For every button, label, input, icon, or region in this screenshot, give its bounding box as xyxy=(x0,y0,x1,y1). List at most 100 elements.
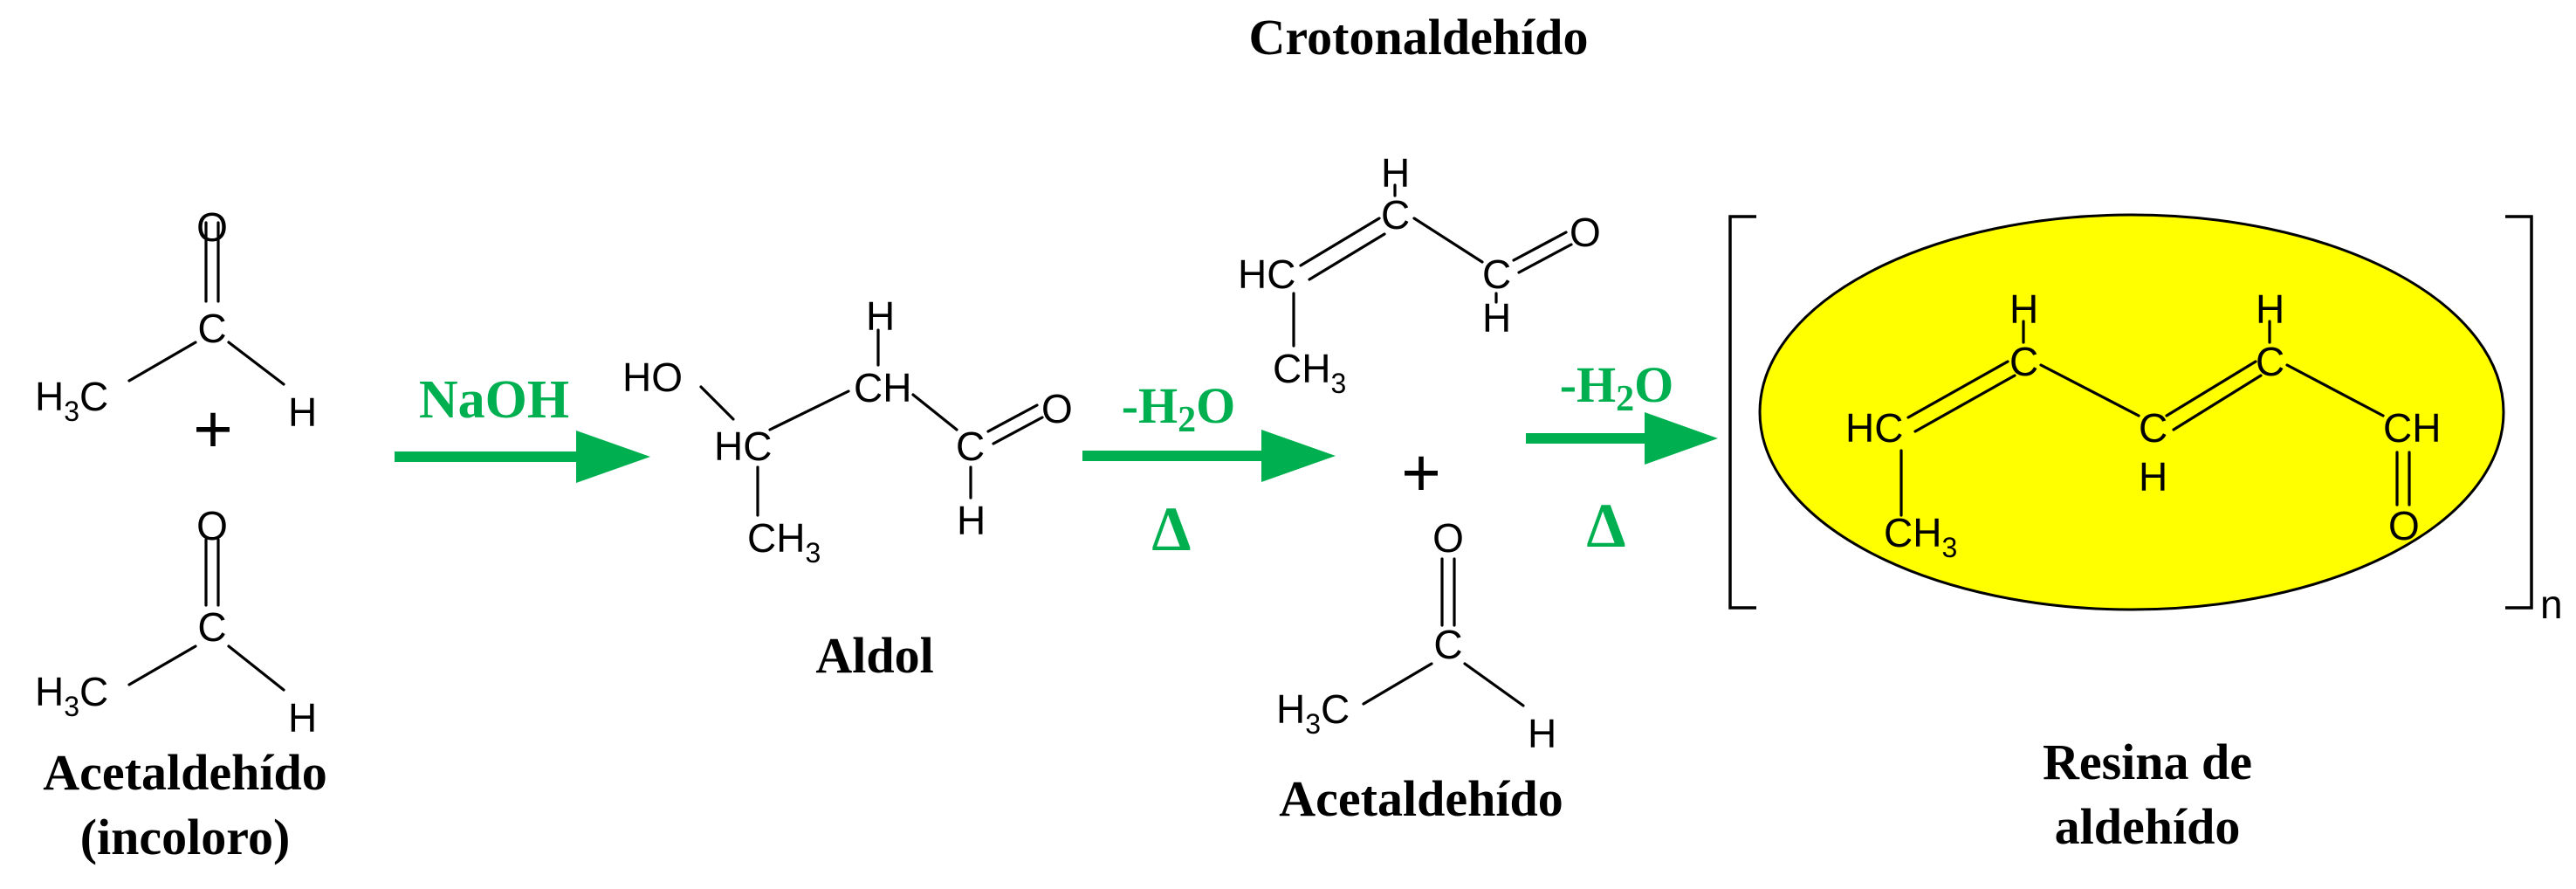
methyl-group: CH3 xyxy=(1273,346,1346,399)
atom-label: C xyxy=(2139,405,2167,451)
caption-acetaldehyde: Acetaldehído xyxy=(43,744,326,801)
subscript: 3 xyxy=(805,537,821,569)
subscript: 3 xyxy=(1330,368,1346,399)
atom-label: O xyxy=(196,503,228,548)
reaction-arrow-2: -H2O Δ xyxy=(1082,377,1336,564)
atom-label: HC xyxy=(1238,252,1295,297)
plus-sign: + xyxy=(1401,434,1441,511)
methyl-group: CH3 xyxy=(1884,510,1957,563)
atom-label: H xyxy=(957,498,986,543)
bond xyxy=(227,644,285,692)
atom-label: HC xyxy=(714,424,772,469)
bond xyxy=(1412,217,1484,264)
methyl-group: CH3 xyxy=(747,515,821,569)
bond xyxy=(1463,662,1525,707)
methyl-c: CH xyxy=(747,515,805,561)
right-bracket xyxy=(2505,215,2533,610)
caption-resin-line1: Resina de xyxy=(2043,734,2252,790)
bond xyxy=(1512,231,1568,262)
plus-sign: + xyxy=(193,390,233,467)
bond xyxy=(986,403,1039,433)
atom-label: C xyxy=(1433,622,1462,667)
label-part: O xyxy=(1634,356,1673,413)
atom-label: O xyxy=(1570,210,1601,255)
methyl-h: H xyxy=(35,374,64,419)
atom-label: C xyxy=(197,604,226,650)
methyl-group: H3C xyxy=(35,669,108,722)
methyl-group: H3C xyxy=(35,374,108,427)
acetaldehyde-molecule-bottom: O C H H3C xyxy=(35,503,317,741)
bond xyxy=(768,389,850,431)
atom-label: HC xyxy=(1845,405,1903,451)
bond xyxy=(1299,217,1381,267)
atom-label: H xyxy=(1528,711,1556,756)
arrow-head xyxy=(576,431,650,483)
atom-label: O xyxy=(196,204,228,250)
atom-label: H xyxy=(288,695,317,741)
methyl-h: H xyxy=(35,669,64,714)
bond xyxy=(2172,374,2263,431)
bond xyxy=(992,416,1044,445)
subscript: 3 xyxy=(64,396,79,427)
atom-label: O xyxy=(1041,386,1073,431)
label-part: O xyxy=(1196,377,1235,434)
heat-symbol: Δ xyxy=(1586,491,1625,561)
arrow-head xyxy=(1261,430,1336,482)
bond xyxy=(1913,374,2016,433)
aldehyde-resin-polymer: n H C H C HC C H CH O CH3 xyxy=(1728,213,2563,627)
subscript: 3 xyxy=(64,691,79,722)
bond xyxy=(1362,662,1433,706)
methyl-c: C xyxy=(79,374,108,419)
crotonaldehyde-molecule: H C HC C O H CH3 xyxy=(1238,150,1601,399)
methyl-c: C xyxy=(79,669,108,714)
bond xyxy=(2165,360,2257,417)
caption-crotonaldehyde: Crotonaldehído xyxy=(1249,9,1589,65)
methyl-c: CH xyxy=(1884,510,1941,555)
atom-label: H xyxy=(866,293,895,339)
bond xyxy=(1308,232,1386,281)
subscript: 3 xyxy=(1941,532,1957,563)
left-bracket xyxy=(1728,215,1756,610)
subscript: 3 xyxy=(1305,708,1321,740)
bond xyxy=(127,341,197,382)
label-part: -H xyxy=(1122,377,1178,434)
caption-aldol: Aldol xyxy=(815,627,933,684)
reagent-label: -H2O xyxy=(1122,377,1236,440)
reaction-arrow-1: NaOH xyxy=(395,370,650,483)
atom-label: C xyxy=(197,306,226,351)
label-part: -H xyxy=(1560,356,1616,413)
caption-colorless: (incoloro) xyxy=(80,809,291,865)
bond xyxy=(1906,360,2009,419)
atom-label: O xyxy=(1432,515,1464,561)
methyl-h: H xyxy=(1276,686,1305,732)
arrow-head xyxy=(1645,412,1718,465)
bond xyxy=(699,385,735,421)
bond xyxy=(911,393,958,431)
atom-label: CH xyxy=(2383,405,2441,451)
heat-symbol: Δ xyxy=(1151,494,1191,564)
bond xyxy=(227,341,285,386)
methyl-c: CH xyxy=(1273,346,1330,391)
label-subscript: 2 xyxy=(1616,379,1634,419)
methyl-group: H3C xyxy=(1276,686,1350,740)
label-subscript: 2 xyxy=(1178,400,1196,440)
acetaldehyde-molecule-right: O C H H3C xyxy=(1276,515,1556,756)
methyl-c: C xyxy=(1321,686,1350,732)
atom-label: C xyxy=(1482,252,1511,297)
atom-label: CH xyxy=(854,365,911,410)
bond xyxy=(127,644,197,686)
atom-label: HO xyxy=(622,355,683,400)
aldol-molecule: HO HC H CH C O H CH3 xyxy=(622,293,1073,569)
repeat-index: n xyxy=(2540,582,2563,627)
atom-label: H xyxy=(2139,454,2167,500)
reaction-arrow-3: -H2O Δ xyxy=(1526,356,1718,561)
atom-label: H xyxy=(288,389,317,435)
bond xyxy=(2039,363,2140,417)
caption-resin-line2: aldehído xyxy=(2055,798,2241,855)
atom-label: O xyxy=(2388,503,2420,548)
acetaldehyde-molecule-top: O C H H3C xyxy=(35,204,317,435)
bond xyxy=(1517,243,1573,274)
bond xyxy=(2285,363,2385,417)
reagent-label: NaOH xyxy=(419,370,569,430)
